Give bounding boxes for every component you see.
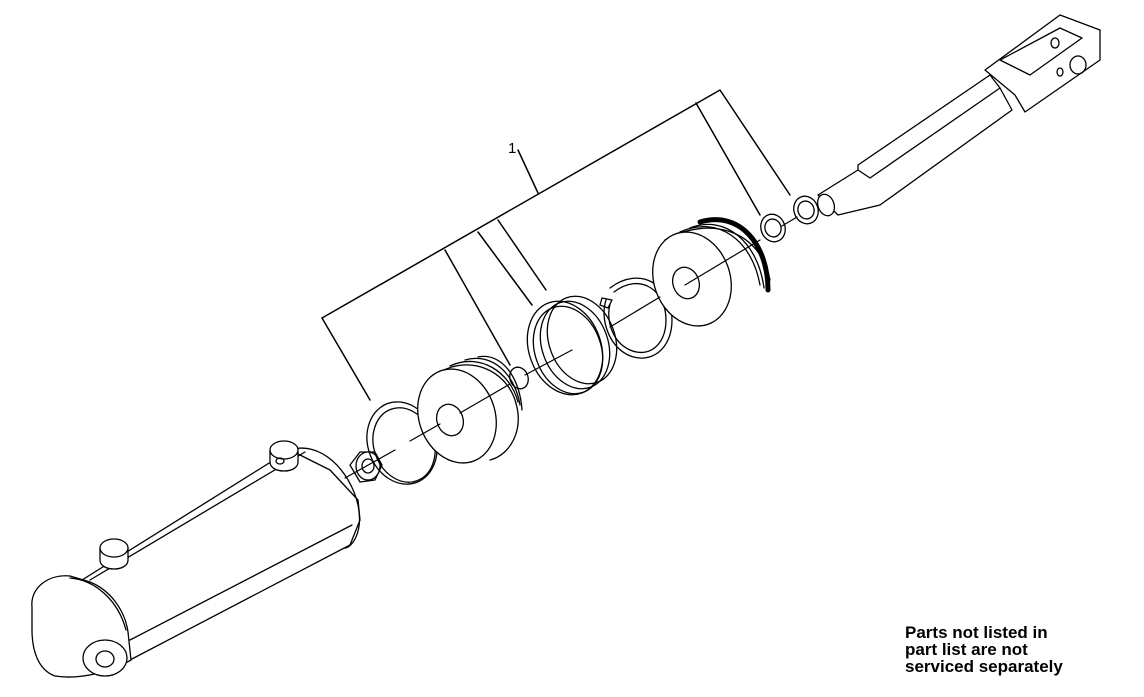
wiper	[793, 195, 819, 225]
service-note: Parts not listed in part list are not se…	[905, 624, 1063, 675]
backup-ring	[526, 295, 618, 396]
gland	[652, 217, 771, 327]
service-note-line-1: Parts not listed in	[905, 623, 1048, 642]
nut	[349, 451, 383, 483]
cylinder-barrel	[31, 440, 361, 678]
piston	[417, 355, 523, 464]
rod-seal	[760, 213, 786, 243]
service-note-line-2: part list are not	[905, 640, 1028, 659]
centerline	[344, 216, 798, 479]
piston-rod-clevis	[816, 14, 1101, 217]
snap-ring	[599, 277, 673, 359]
small-o-ring	[509, 366, 529, 390]
callout-leaders	[321, 89, 791, 401]
callout-number: 1	[508, 140, 517, 157]
service-note-line-3: serviced separately	[905, 657, 1063, 676]
